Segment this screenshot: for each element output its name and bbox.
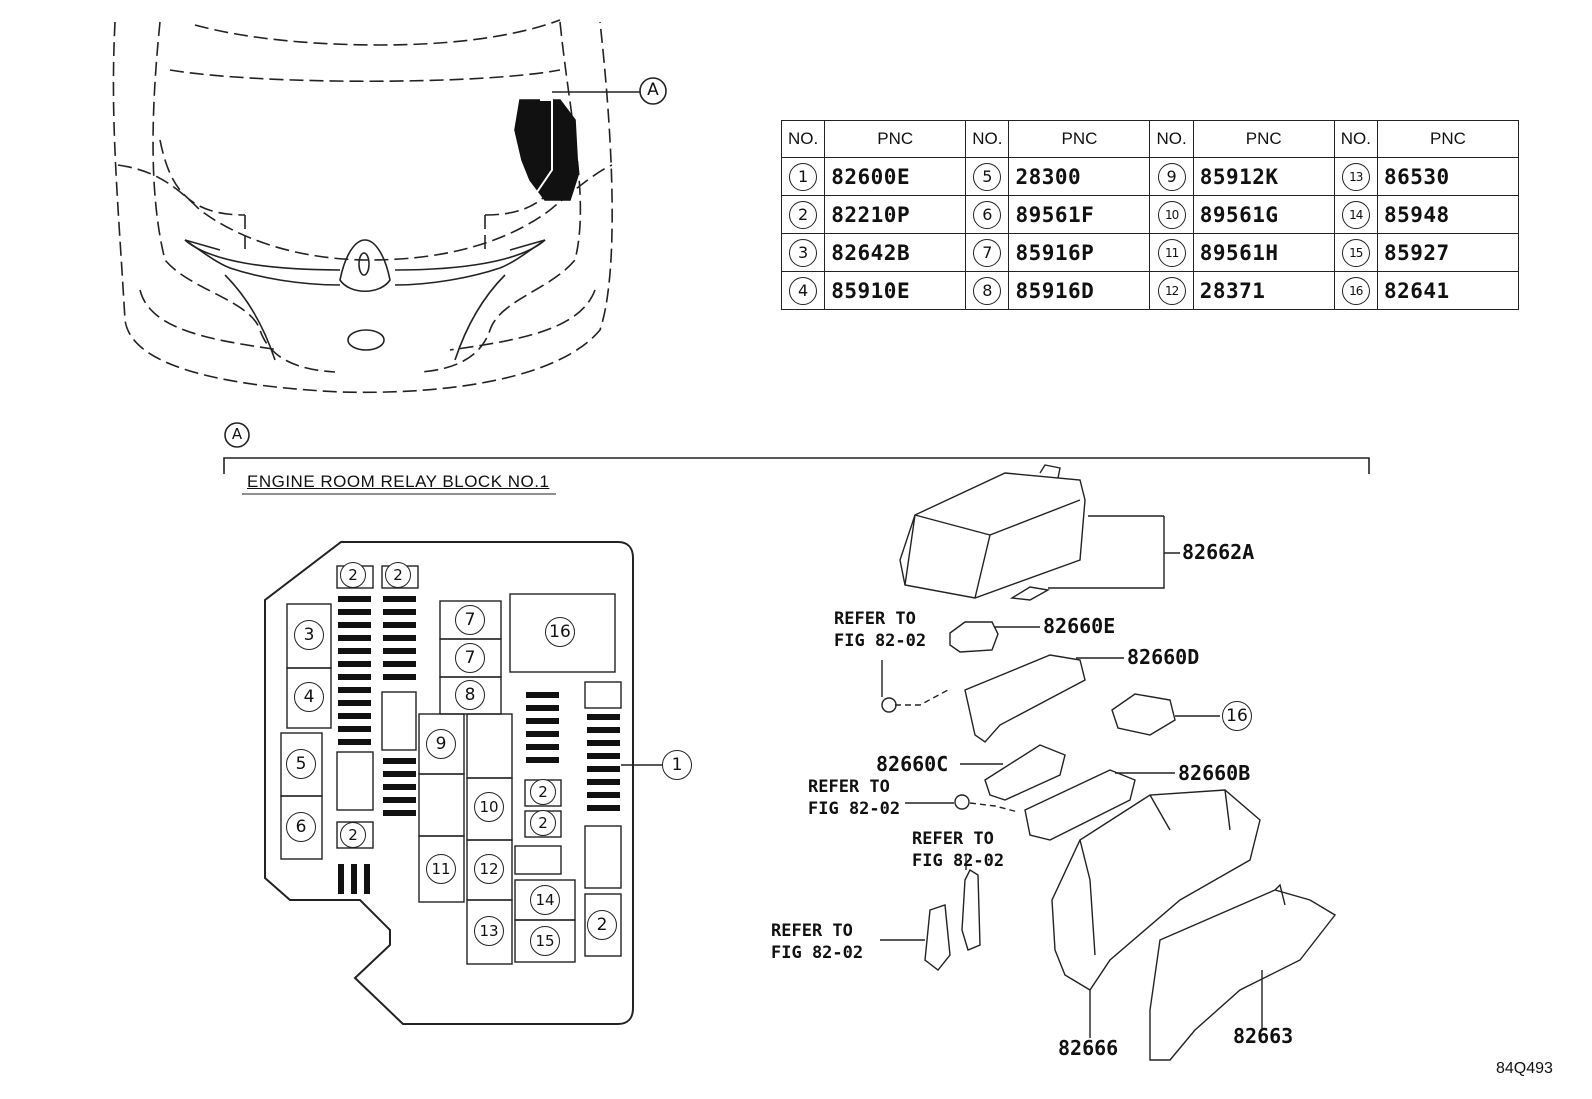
item-number: 12 <box>1157 276 1186 305</box>
header-pnc: PNC <box>1192 120 1335 158</box>
part-82666-label: 82666 <box>1058 1036 1119 1060</box>
table-row: 4 85910E 8 85916D 12 28371 16 82641 <box>780 271 1519 310</box>
slot-label: 15 <box>530 926 560 956</box>
header-no: NO. <box>1149 120 1194 158</box>
pnc-code: 89561H <box>1192 233 1335 272</box>
pnc-code: 28371 <box>1192 271 1335 310</box>
item-number: 7 <box>973 238 1002 267</box>
slot-label: 14 <box>530 885 560 915</box>
item-number: 16 <box>1341 276 1370 305</box>
slot-label: 7 <box>455 605 485 635</box>
table-row: 1 82600E 5 28300 9 85912K 13 86530 <box>780 157 1519 196</box>
slot-label: 10 <box>474 792 504 822</box>
item-number: 6 <box>973 200 1002 229</box>
pnc-code: 86530 <box>1376 157 1519 196</box>
header-no: NO. <box>1333 120 1378 158</box>
item-number: 4 <box>789 276 818 305</box>
fuse-bars <box>338 596 620 894</box>
header-no: NO. <box>965 120 1010 158</box>
slot-label: 8 <box>455 680 485 710</box>
callout-1: 1 <box>662 750 692 780</box>
refer-to-note: REFER TO FIG 82-02 <box>771 921 864 963</box>
callout-16: 16 <box>1222 701 1252 731</box>
callout-a-section-label: A <box>231 425 243 443</box>
item-number: 10 <box>1157 200 1186 229</box>
table-row: 3 82642B 7 85916P 11 89561H 15 85927 <box>780 233 1519 272</box>
pnc-code: 82210P <box>824 195 967 234</box>
refer-to-note: REFER TO FIG 82-02 <box>912 829 1005 871</box>
item-number: 1 <box>789 162 818 191</box>
item-number: 15 <box>1341 238 1370 267</box>
slot-label: 2 <box>530 779 556 805</box>
pnc-code: 85927 <box>1376 233 1519 272</box>
pnc-code: 89561F <box>1008 195 1151 234</box>
pnc-code: 28300 <box>1008 157 1151 196</box>
callout-a-section <box>224 422 250 448</box>
pnc-table: NO. PNC NO. PNC NO. PNC NO. PNC 1 82600E… <box>780 120 1519 310</box>
slot-label: 2 <box>340 562 366 588</box>
car-front-view <box>112 19 613 394</box>
slot-label: 5 <box>286 749 316 779</box>
item-number: 3 <box>789 238 818 267</box>
header-pnc: PNC <box>1376 120 1519 158</box>
refer-to-note: REFER TO FIG 82-02 <box>834 609 927 651</box>
slot-label: 2 <box>587 910 617 940</box>
item-number: 11 <box>1157 238 1186 267</box>
pnc-code: 85912K <box>1192 157 1335 196</box>
callout-a-top-label: A <box>647 80 659 100</box>
slot-label: 11 <box>426 854 456 884</box>
part-82663-label: 82663 <box>1233 1024 1294 1048</box>
slot-label: 2 <box>385 562 411 588</box>
pnc-code: 89561G <box>1192 195 1335 234</box>
slot-label: 4 <box>294 682 324 712</box>
pnc-code: 85910E <box>824 271 967 310</box>
slot-label: 2 <box>340 822 366 848</box>
item-number: 8 <box>973 276 1002 305</box>
section-title: ENGINE ROOM RELAY BLOCK NO.1 <box>247 472 550 491</box>
part-82660e-label: 82660E <box>1043 614 1116 638</box>
pnc-code: 82642B <box>824 233 967 272</box>
refer-to-note: REFER TO FIG 82-02 <box>808 777 901 819</box>
part-82660d-label: 82660D <box>1127 645 1200 669</box>
header-pnc: PNC <box>1008 120 1151 158</box>
pnc-code: 85916D <box>1008 271 1151 310</box>
pnc-table-header: NO. PNC NO. PNC NO. PNC NO. PNC <box>780 120 1519 158</box>
item-number: 5 <box>973 162 1002 191</box>
header-pnc: PNC <box>824 120 967 158</box>
pnc-code: 85948 <box>1376 195 1519 234</box>
slot-label: 6 <box>286 812 316 842</box>
figure-id: 84Q493 <box>1496 1060 1553 1077</box>
part-82662a-label: 82662A <box>1182 540 1255 564</box>
header-no: NO. <box>780 120 826 158</box>
exploded-parts <box>880 464 1337 1061</box>
item-number: 2 <box>789 200 818 229</box>
slot-label: 3 <box>294 620 324 650</box>
slot-label: 16 <box>545 617 575 647</box>
pnc-code: 82641 <box>1376 271 1519 310</box>
item-number: 9 <box>1157 162 1186 191</box>
slot-label: 9 <box>426 729 456 759</box>
pnc-code: 82600E <box>824 157 967 196</box>
table-row: 2 82210P 6 89561F 10 89561G 14 85948 <box>780 195 1519 234</box>
item-number: 13 <box>1341 162 1370 191</box>
relay-block-outline <box>264 541 634 1025</box>
part-82660b-label: 82660B <box>1178 761 1251 785</box>
slot-label: 2 <box>530 810 556 836</box>
item-number: 14 <box>1341 200 1370 229</box>
car-front-detail <box>184 239 546 361</box>
relay-block-location <box>514 99 579 201</box>
slot-label: 13 <box>474 916 504 946</box>
part-82660c-label: 82660C <box>876 752 949 776</box>
pnc-code: 85916P <box>1008 233 1151 272</box>
section-bracket <box>223 457 1370 474</box>
callout-a-top <box>639 77 667 105</box>
slot-label: 7 <box>455 643 485 673</box>
slot-label: 12 <box>474 854 504 884</box>
